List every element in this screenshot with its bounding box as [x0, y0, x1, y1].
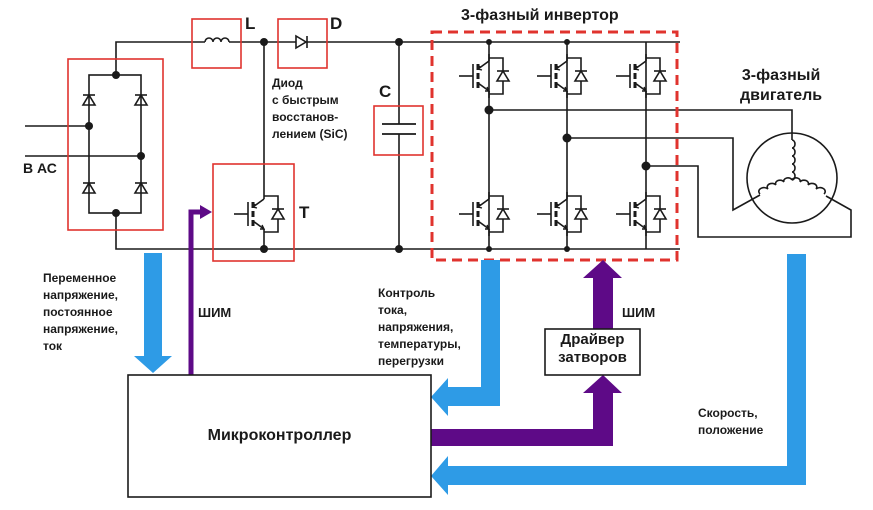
- pfc-igbt-symbol: [232, 190, 286, 238]
- capacitor-box: [373, 105, 424, 156]
- pwm-inverter-label: ШИМ: [622, 305, 656, 320]
- pwm-pfc-label: ШИМ: [198, 305, 232, 320]
- diode-d-symbol: [295, 34, 308, 50]
- ac-input-label: В АС: [23, 160, 57, 176]
- wires: [25, 41, 852, 250]
- capacitor-label: C: [379, 82, 392, 101]
- diode-label: D: [330, 14, 343, 33]
- inductor-symbol: [204, 37, 230, 43]
- bridge-box: [67, 58, 164, 231]
- capacitor-symbol: [382, 123, 416, 135]
- speed-arrow: [431, 254, 806, 495]
- inductor-label: L: [245, 14, 256, 33]
- speed-position-label: Скорость, положение: [698, 406, 764, 437]
- sensing-left-label: Переменное напряжение, постоянное напряж…: [43, 271, 118, 353]
- bridge-diodes: [82, 94, 148, 194]
- pwm-arrow-to-driver: [431, 375, 622, 446]
- gate-driver-label: Драйвер затворов: [558, 331, 627, 366]
- microcontroller-box: [127, 374, 432, 498]
- gate-driver-box: [544, 328, 641, 376]
- inverter-box: [430, 30, 679, 262]
- inverter-title: 3-фазный инвертор: [461, 7, 619, 24]
- diode-box: [277, 18, 328, 69]
- microcontroller-label: Микроконтроллер: [207, 427, 352, 444]
- diode-description: Диод с быстрым восстанов- лением (SiC): [272, 76, 348, 141]
- sensing-arrow-inverter: [431, 260, 500, 416]
- inductor-box: [191, 18, 242, 69]
- sensing-inverter-label: Контроль тока, напряжения, температуры, …: [378, 286, 461, 368]
- transistor-label: T: [299, 203, 310, 222]
- pwm-arrow-to-inverter: [583, 260, 622, 329]
- motor-symbol: [746, 132, 838, 224]
- pwm-line-pfc: [188, 209, 203, 375]
- transistor-box: [212, 163, 295, 262]
- component-boxes: [67, 18, 424, 262]
- motor-title: 3-фазный двигатель: [740, 67, 823, 104]
- sensing-arrow-left: [134, 253, 172, 373]
- inverter-igbts: [457, 52, 668, 238]
- junction-dots: [85, 38, 651, 253]
